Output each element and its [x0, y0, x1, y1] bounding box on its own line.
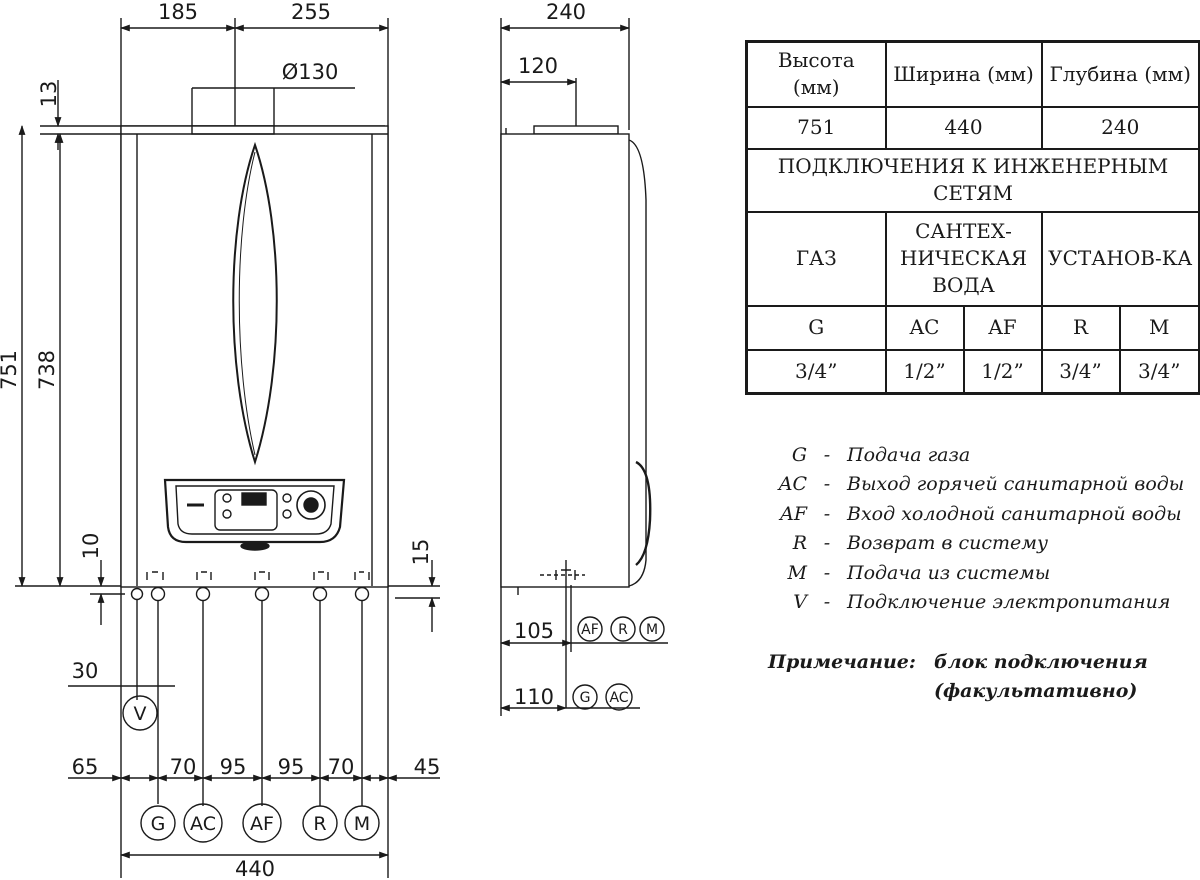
- side-label-g: G: [580, 690, 591, 706]
- dim-height-total: 751: [0, 350, 21, 390]
- header-depth: Глубина (мм): [1040, 40, 1200, 108]
- legend-text: Вход холодной санитарной воды: [847, 502, 1182, 525]
- legend-code: G: [791, 443, 807, 466]
- connections-title: ПОДКЛЮЧЕНИЯ К ИНЖЕНЕРНЫМ СЕТЯМ: [745, 147, 1200, 213]
- legend-code: V: [793, 591, 807, 614]
- side-label-af: AF: [581, 622, 599, 638]
- code-m: M: [1118, 304, 1200, 351]
- size-r: 3/4”: [1040, 348, 1121, 395]
- side-label-ac: AC: [609, 690, 628, 706]
- dim-bottom-right: 15: [409, 539, 433, 566]
- size-g: 3/4”: [745, 348, 887, 395]
- legend-item: V-Подключение электропитания: [760, 588, 1190, 618]
- legend-text: Подача из системы: [847, 561, 1051, 584]
- legend-code: AC: [778, 473, 807, 496]
- size-m: 3/4”: [1118, 348, 1200, 395]
- header-width: Ширина (мм): [884, 40, 1043, 108]
- group-sanitary: САНТЕХ-НИЧЕСКАЯ ВОДА: [884, 210, 1043, 307]
- side-label-r: R: [618, 622, 628, 638]
- note-text: блок подключения (факультативно): [934, 651, 1148, 702]
- dim-side-offset-2: 110: [514, 685, 554, 709]
- dim-spacing-3: 95: [220, 755, 247, 779]
- legend-item: G-Подача газа: [760, 440, 1190, 470]
- legend-item: AC-Выход горячей санитарной воды: [760, 470, 1190, 500]
- legend-code: AF: [780, 502, 807, 525]
- legend-dash: -: [823, 443, 831, 466]
- dim-spacing-5: 70: [328, 755, 355, 779]
- side-label-m: M: [646, 622, 658, 638]
- dim-top-right: 255: [291, 0, 331, 24]
- group-installation: УСТАНОВ-КА: [1040, 210, 1200, 307]
- legend-dash: -: [823, 561, 831, 584]
- legend-text: Выход горячей санитарной воды: [847, 473, 1185, 496]
- legend-item: AF-Вход холодной санитарной воды: [760, 499, 1190, 529]
- label-conn-m: M: [354, 813, 370, 835]
- value-width: 440: [884, 105, 1043, 150]
- value-depth: 240: [1040, 105, 1200, 150]
- label-conn-g: G: [151, 813, 166, 835]
- dim-side-offset-1: 105: [514, 619, 554, 643]
- side-view: [500, 18, 668, 716]
- dim-cable-offset: 30: [72, 659, 99, 683]
- dim-depth: 240: [546, 0, 586, 24]
- dim-spacing-1: 65: [72, 755, 99, 779]
- dim-top-offset: 13: [37, 81, 61, 108]
- legend-dash: -: [823, 532, 831, 555]
- size-ac: 1/2”: [884, 348, 965, 395]
- dim-spacing-6: 45: [414, 755, 441, 779]
- side-view-labels: 240 120 105 110 AF R M G AC: [514, 0, 658, 709]
- group-gas: ГАЗ: [745, 210, 887, 307]
- dim-height-body: 738: [35, 350, 59, 390]
- label-conn-af: AF: [250, 813, 274, 835]
- legend-text: Возврат в систему: [847, 532, 1049, 555]
- legend-item: M-Подача из системы: [760, 558, 1190, 588]
- label-conn-ac: AC: [190, 813, 216, 835]
- code-g: G: [745, 304, 887, 351]
- legend-dash: -: [823, 473, 831, 496]
- note-label: Примечание:: [768, 651, 916, 673]
- label-power-v: V: [134, 703, 147, 725]
- legend-code: M: [787, 561, 807, 584]
- header-height: Высота (мм): [745, 40, 887, 108]
- label-conn-r: R: [313, 813, 326, 835]
- code-r: R: [1040, 304, 1121, 351]
- dim-top-left: 185: [158, 0, 198, 24]
- legend: G-Подача газа AC-Выход горячей санитарно…: [760, 440, 1190, 617]
- legend-item: R-Возврат в систему: [760, 529, 1190, 559]
- dim-flue-offset: 120: [518, 54, 558, 78]
- dim-spacing-2: 70: [170, 755, 197, 779]
- legend-code: R: [792, 532, 807, 555]
- legend-text: Подключение электропитания: [847, 591, 1171, 614]
- legend-dash: -: [823, 591, 831, 614]
- legend-dash: -: [823, 502, 831, 525]
- legend-text: Подача газа: [847, 443, 971, 466]
- dim-spacing-4: 95: [278, 755, 305, 779]
- size-af: 1/2”: [962, 348, 1043, 395]
- dim-bottom-left: 10: [79, 533, 103, 560]
- front-view-labels: 185 255 Ø130 13 751 738 10 15 30 65 70 9…: [0, 0, 440, 880]
- dim-flue-diameter: Ø130: [282, 60, 339, 84]
- code-ac: AC: [884, 304, 965, 351]
- dim-width-total: 440: [235, 857, 275, 880]
- front-view: [15, 18, 440, 878]
- code-af: AF: [962, 304, 1043, 351]
- spec-table: Высота (мм) Ширина (мм) Глубина (мм) 751…: [745, 40, 1200, 395]
- value-height: 751: [745, 105, 887, 150]
